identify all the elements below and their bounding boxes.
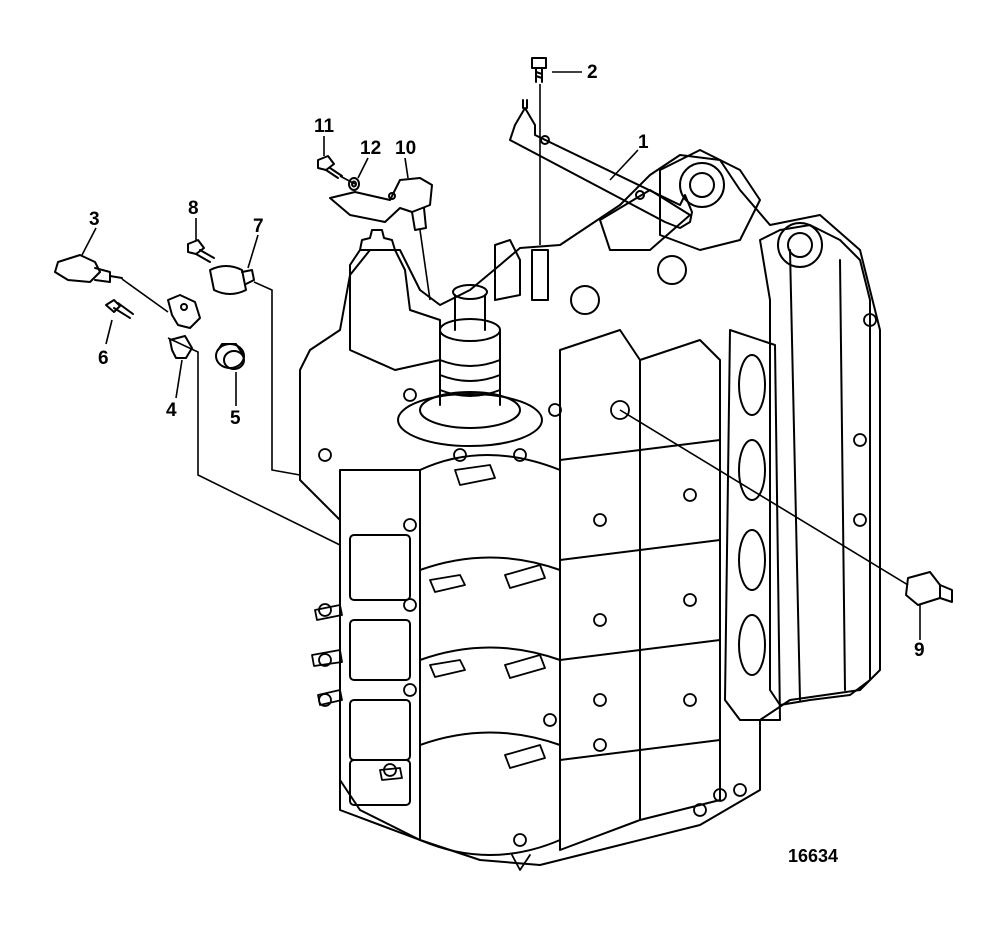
hub-spline-top xyxy=(452,284,488,300)
part-7-clamp xyxy=(209,265,255,295)
leader-12 xyxy=(357,157,369,179)
exhaust-port-3 xyxy=(738,529,766,591)
callout-3: 3 xyxy=(89,209,100,230)
part-10-wire-bracket xyxy=(329,177,433,231)
flange-web-3 xyxy=(559,639,721,661)
assembly-line-3-to-4 xyxy=(121,278,169,313)
leader-6 xyxy=(105,319,113,345)
head-port-top xyxy=(777,222,823,268)
callout-8: 8 xyxy=(188,198,199,219)
top-port xyxy=(679,162,725,208)
part-1-bracket xyxy=(509,99,693,229)
callout-6: 6 xyxy=(98,348,109,369)
head-inner-rail xyxy=(789,249,801,701)
left-recess-4 xyxy=(349,759,411,806)
callout-9: 9 xyxy=(914,640,925,661)
part-11-screw xyxy=(317,155,343,179)
gear-teeth xyxy=(359,229,396,251)
assembly-line-7-to-block xyxy=(253,281,301,476)
top-dowel xyxy=(531,249,549,301)
assembly-line-12-to-10 xyxy=(339,175,356,185)
exhaust-port-1 xyxy=(738,354,766,416)
exhaust-port-4 xyxy=(738,614,766,676)
flange-web-4 xyxy=(559,739,721,761)
part-6-screw xyxy=(105,299,134,319)
part-9-plug xyxy=(905,571,953,606)
left-recess-1 xyxy=(349,534,411,601)
flange-web-2 xyxy=(559,539,721,561)
block-outline xyxy=(299,154,881,866)
top-port-inner xyxy=(689,172,715,198)
callout-2: 2 xyxy=(587,62,598,83)
parts xyxy=(54,57,953,606)
head-inner-rail-2 xyxy=(839,259,846,691)
callout-12: 12 xyxy=(360,138,381,159)
part-8-screw xyxy=(187,239,215,263)
part-2-screw xyxy=(531,57,547,83)
part-4-clip xyxy=(167,294,201,359)
top-boss-stub xyxy=(494,239,521,301)
top-boss-1 xyxy=(657,255,687,285)
callout-7: 7 xyxy=(253,216,264,237)
hub-base xyxy=(419,391,521,429)
hub-spline xyxy=(454,294,486,331)
drum-rib-2 xyxy=(419,646,561,661)
callout-10: 10 xyxy=(395,138,416,159)
top-ridge xyxy=(599,189,691,251)
part-12-washer xyxy=(348,177,360,191)
cooling-tabs xyxy=(429,464,546,871)
top-manifold xyxy=(659,149,761,251)
drum-rib-3 xyxy=(419,731,561,746)
left-stubs xyxy=(311,604,403,781)
callout-1: 1 xyxy=(638,132,649,153)
top-boss-2 xyxy=(570,285,600,315)
head-port-top-inner xyxy=(787,232,813,258)
leader-10 xyxy=(404,157,409,179)
assembly-line-9-to-block xyxy=(619,409,909,586)
left-recess-2 xyxy=(349,619,411,681)
leader-7 xyxy=(247,234,259,269)
hub-base-lower xyxy=(397,393,543,447)
exhaust-plate xyxy=(724,329,781,721)
leader-1 xyxy=(609,149,639,181)
engine-block xyxy=(299,149,881,871)
right-flange xyxy=(559,329,641,851)
drum-rib-1 xyxy=(419,556,561,571)
part-5-grommet xyxy=(215,343,245,370)
callout-4: 4 xyxy=(166,400,177,421)
assembly-line-4-to-block xyxy=(167,337,341,546)
flange-web-1 xyxy=(559,439,721,461)
bolt-bosses xyxy=(318,313,877,847)
figure-number: 16634 xyxy=(788,846,838,866)
gear-tower xyxy=(349,249,441,371)
callout-5: 5 xyxy=(230,408,241,429)
leader-3 xyxy=(81,227,97,256)
hub-rings xyxy=(439,359,501,397)
assembly-line-10-to-block xyxy=(419,229,431,301)
right-flange-2 xyxy=(639,339,721,821)
callouts: 1 2 3 4 5 6 7 8 9 10 11 12 xyxy=(89,62,925,661)
exhaust-port-2 xyxy=(738,439,766,501)
leader-4 xyxy=(175,359,183,399)
part-3-sensor xyxy=(54,254,123,283)
callout-11: 11 xyxy=(314,116,335,137)
left-cover xyxy=(339,469,421,841)
leader-lines xyxy=(81,71,921,640)
